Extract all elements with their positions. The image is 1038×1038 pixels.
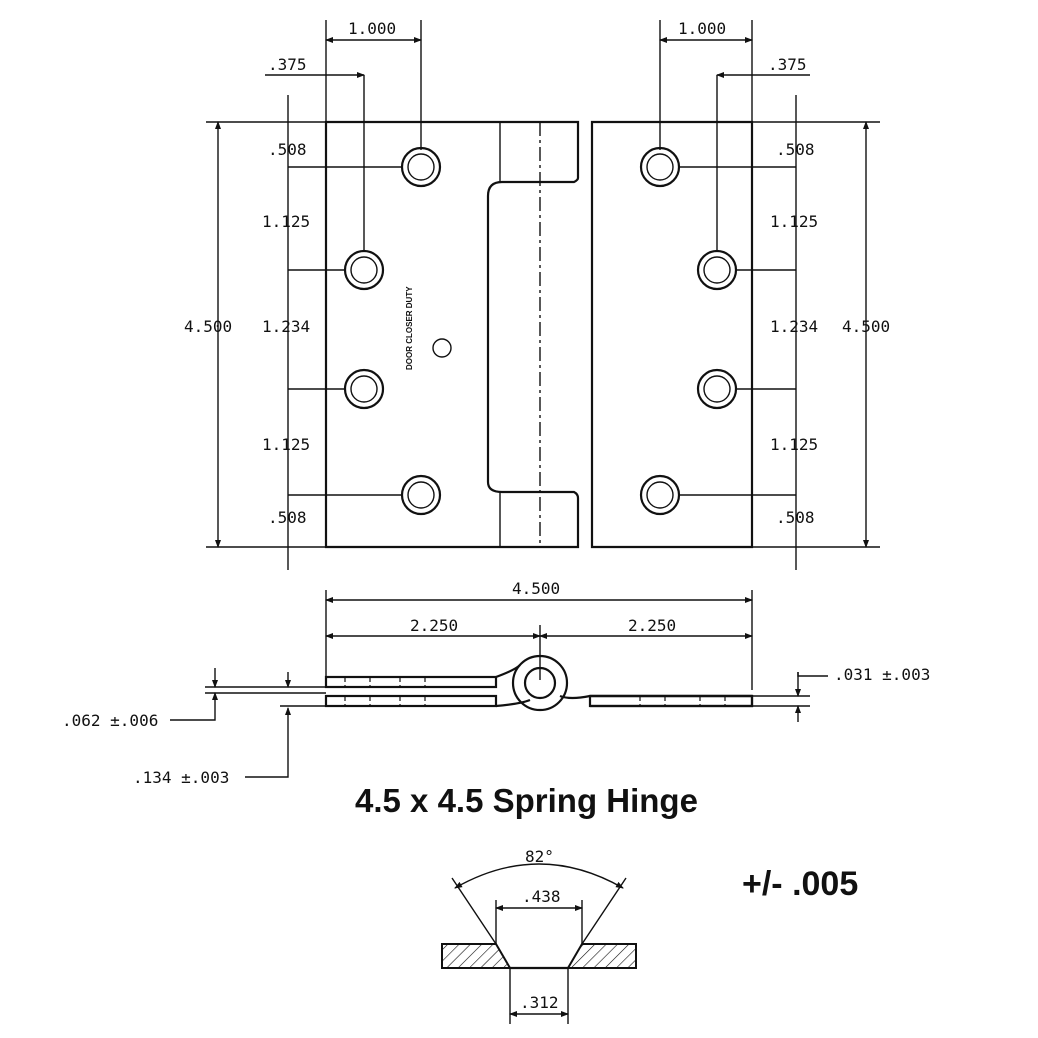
countersink-detail: 82° .438 .312: [441, 847, 637, 1024]
left-leaf: DOOR CLOSER DUTY: [324, 120, 580, 549]
dim-v: 1.234: [262, 317, 310, 336]
dim-edge-offset-left: .375: [268, 55, 307, 74]
dim-height-right: 4.500: [842, 317, 890, 336]
screw-hole: [343, 249, 385, 291]
screw-hole: [343, 368, 385, 410]
drawing-title: 4.5 x 4.5 Spring Hinge: [355, 782, 698, 819]
dim-v: .508: [268, 508, 307, 527]
dim-overall-width: 4.500: [512, 579, 560, 598]
screw-hole: [696, 249, 738, 291]
screw-hole: [696, 368, 738, 410]
dim-edge-offset-right: .375: [768, 55, 807, 74]
dim-v: .508: [268, 140, 307, 159]
dim-top-diameter: .438: [522, 887, 561, 906]
tolerance-note: +/- .005: [742, 865, 858, 903]
dim-total-thickness: .134 ±.003: [133, 768, 229, 787]
dim-gap: .062 ±.006: [62, 711, 158, 730]
right-leaf: [590, 120, 754, 549]
dim-height-left: 4.500: [184, 317, 232, 336]
stamp-text: DOOR CLOSER DUTY: [405, 286, 414, 370]
dim-v: 1.125: [770, 212, 818, 231]
ul-stamp-logo: DOOR CLOSER DUTY: [405, 286, 452, 370]
dim-v: .508: [776, 140, 815, 159]
dim-angle: 82°: [525, 847, 554, 866]
screw-hole: [639, 474, 681, 516]
dim-hole-spacing-left: 1.000: [348, 19, 396, 38]
dim-bottom-diameter: .312: [520, 993, 559, 1012]
side-view: 4.500 2.250 2.250 .062 ±.006 .134 ±.003 …: [62, 579, 930, 787]
screw-hole: [639, 146, 681, 188]
right-dimensions: 1.000 .375 4.500 .508 1.125 1.234 1.125 …: [659, 19, 890, 570]
screw-hole: [400, 474, 442, 516]
dim-v: .508: [776, 508, 815, 527]
dim-v: 1.125: [770, 435, 818, 454]
dim-v: 1.125: [262, 435, 310, 454]
screw-hole: [400, 146, 442, 188]
dim-half-left: 2.250: [410, 616, 458, 635]
dim-hole-spacing-right: 1.000: [678, 19, 726, 38]
dim-half-right: 2.250: [628, 616, 676, 635]
dim-leaf-thickness: .031 ±.003: [834, 665, 930, 684]
dim-v: 1.234: [770, 317, 818, 336]
dim-v: 1.125: [262, 212, 310, 231]
left-dimensions: 1.000 .375 4.500 .508 1.125 1.234 1.125 …: [184, 19, 422, 570]
